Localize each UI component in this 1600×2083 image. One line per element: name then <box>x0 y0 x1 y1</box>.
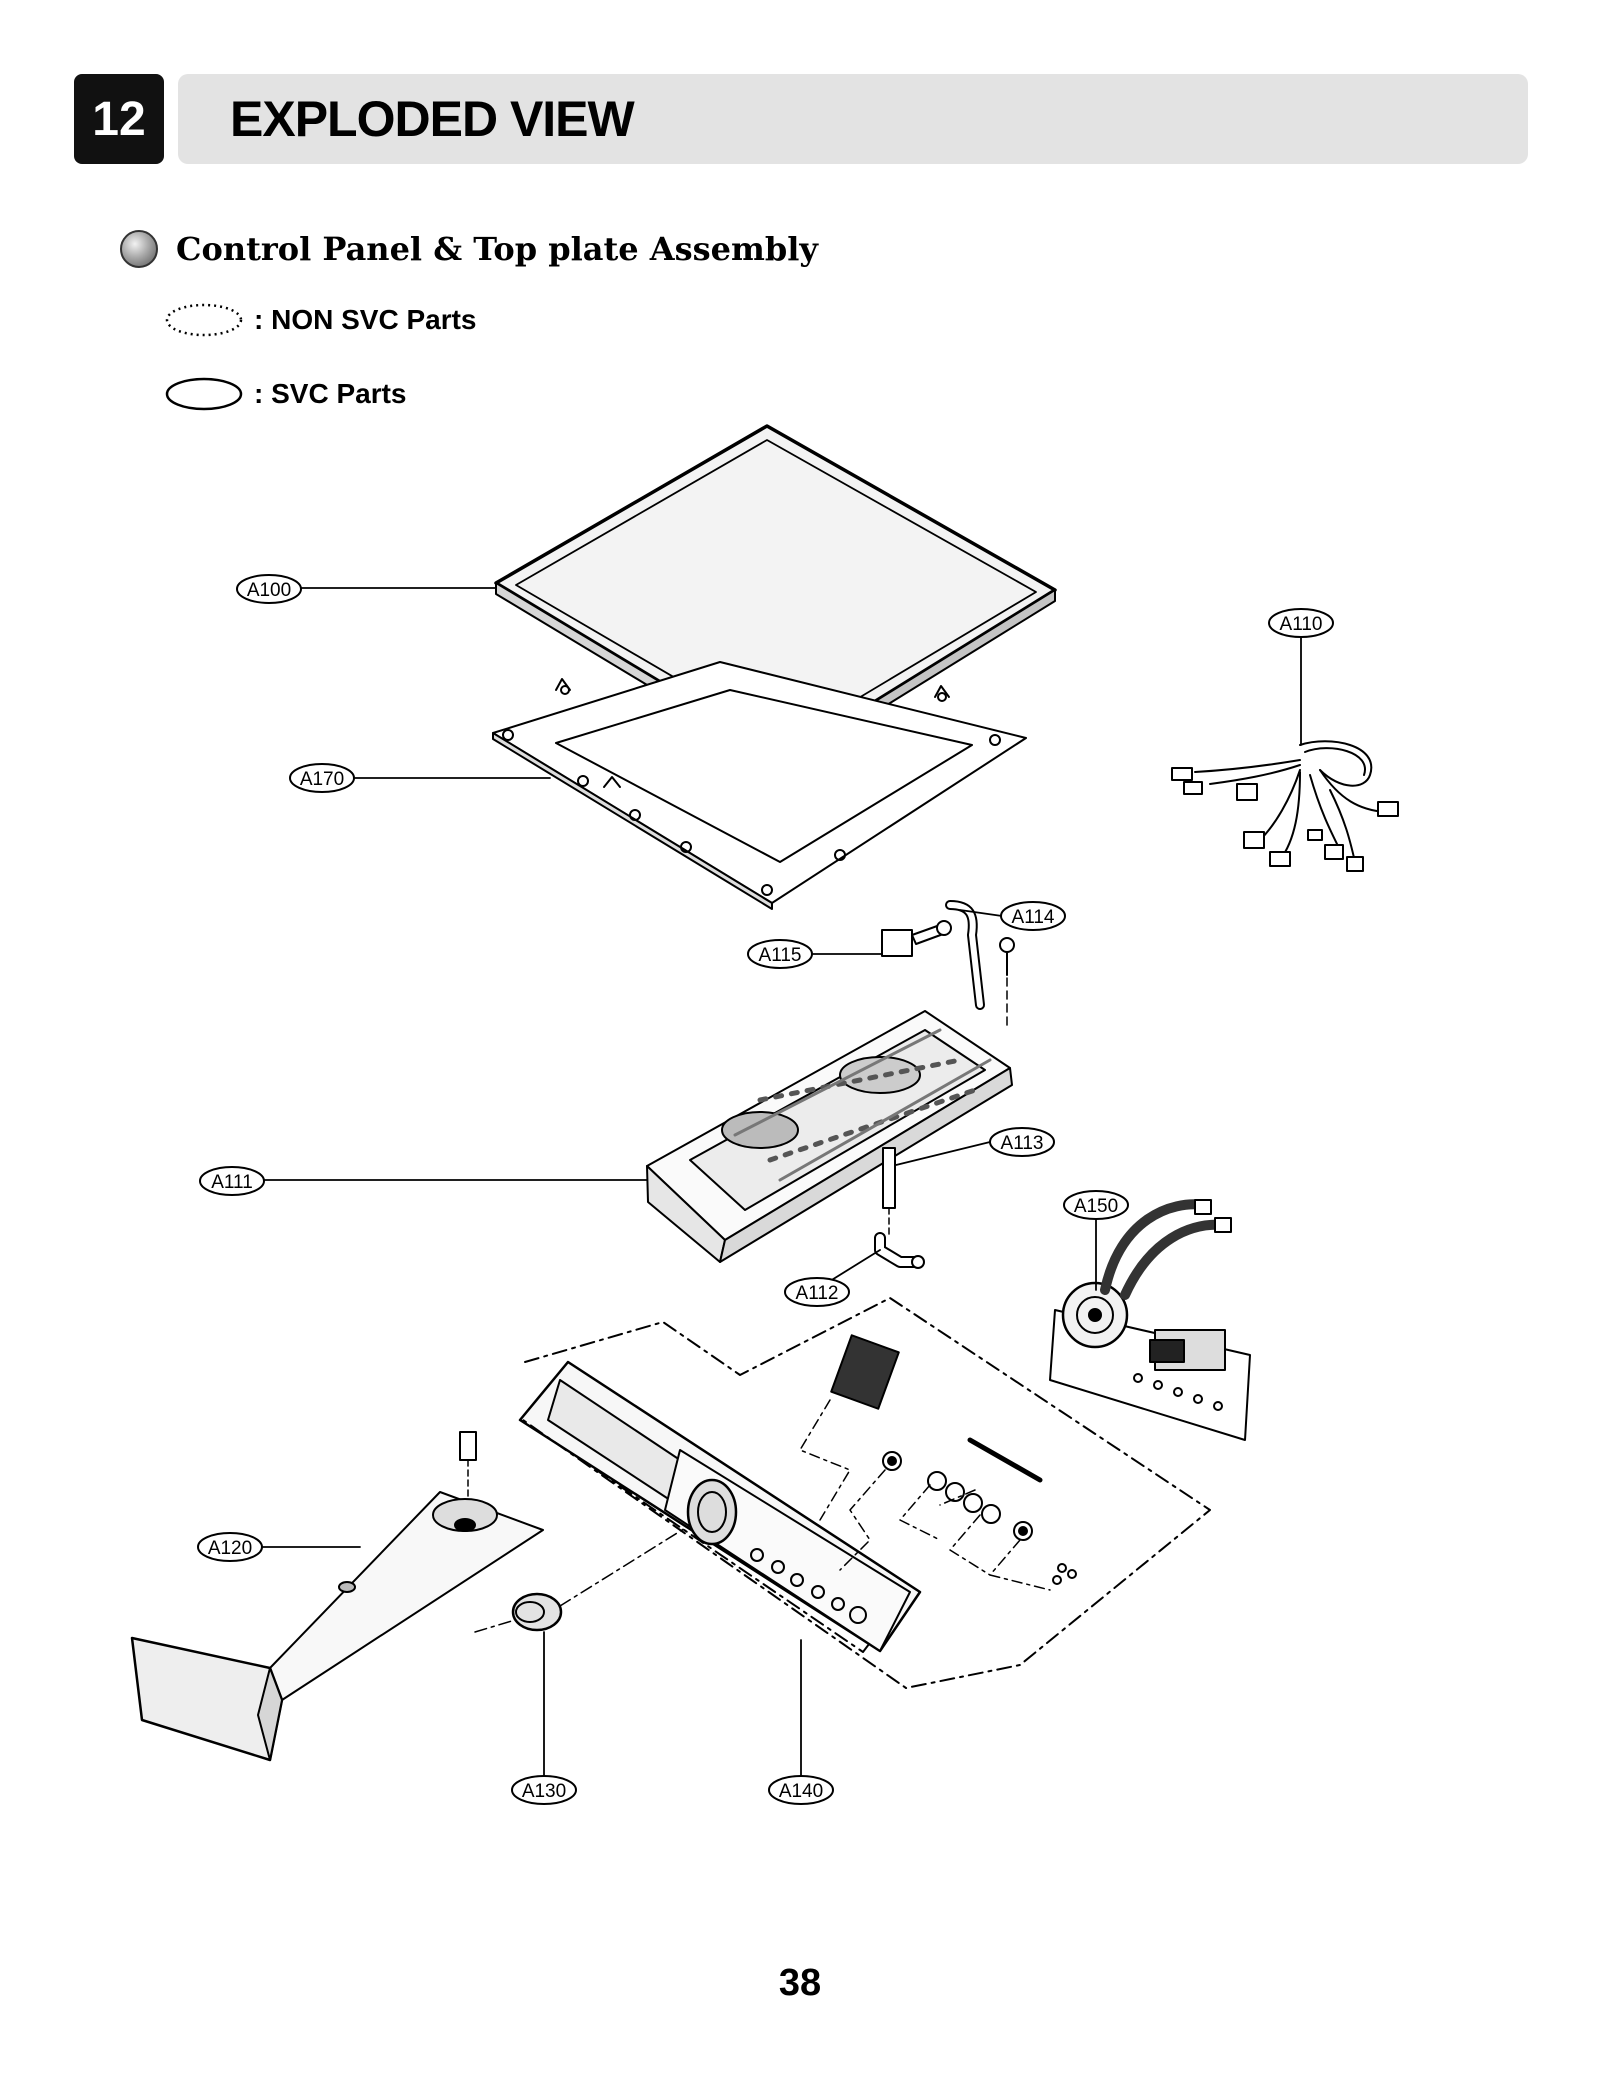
legend-non-svc: : NON SVC Parts <box>164 302 477 338</box>
dispenser-housing-part <box>646 1010 1013 1263</box>
callout-a140-label: A140 <box>779 1781 823 1802</box>
callout-a100-label: A100 <box>247 580 291 601</box>
detergent-drawer-part <box>130 1431 544 1762</box>
callout-a120: A120 <box>197 1532 263 1562</box>
callout-a113-label: A113 <box>1001 1133 1044 1154</box>
hose-part <box>945 900 985 1010</box>
pcb-assembly-part <box>1049 1199 1251 1441</box>
knob-part <box>474 1524 691 1633</box>
section-number: 12 <box>92 92 146 146</box>
subtitle-row: Control Panel & Top plate Assembly <box>120 226 818 272</box>
screw-part <box>999 937 1015 1031</box>
callout-a150: A150 <box>1063 1190 1129 1220</box>
title-bar: EXPLODED VIEW <box>178 74 1528 164</box>
callout-a150-label: A150 <box>1074 1196 1118 1217</box>
callout-a120-label: A120 <box>208 1538 252 1559</box>
bullet-icon <box>120 230 158 268</box>
callout-a130: A130 <box>511 1775 577 1805</box>
callout-a110-label: A110 <box>1280 614 1323 635</box>
callout-a100: A100 <box>236 574 302 604</box>
callout-a114: A114 <box>1000 901 1066 931</box>
legend-svc: : SVC Parts <box>164 376 407 412</box>
section-subtitle: Control Panel & Top plate Assembly <box>176 230 818 268</box>
wire-harness-part <box>1171 740 1399 872</box>
elbow-fitting-part <box>874 1232 925 1269</box>
assembly-lines <box>799 1399 1051 1591</box>
top-plate-frame-part <box>492 661 1027 910</box>
callout-a113: A113 <box>989 1127 1055 1157</box>
exploded-view-diagram: A100 A110 A170 A114 A115 A113 A111 A150 … <box>130 424 1399 1805</box>
callout-a140: A140 <box>768 1775 834 1805</box>
callout-a110: A110 <box>1268 608 1334 638</box>
legend-svc-label: : SVC Parts <box>254 378 407 409</box>
sensor-part <box>881 920 952 957</box>
callout-a130-label: A130 <box>522 1781 566 1802</box>
callout-a170: A170 <box>289 763 355 793</box>
section-number-badge: 12 <box>74 74 164 164</box>
callout-a170-label: A170 <box>300 769 344 790</box>
callout-a112: A112 <box>784 1277 850 1307</box>
legend-non-svc-label: : NON SVC Parts <box>254 304 477 335</box>
callout-a111: A111 <box>199 1166 265 1196</box>
page-number: 38 <box>778 1962 822 2004</box>
control-panel-part <box>518 1297 1211 1689</box>
page-title: EXPLODED VIEW <box>230 91 635 147</box>
dotted-ellipse-icon <box>165 303 243 337</box>
callout-a111-label: A111 <box>211 1172 253 1193</box>
callout-a114-label: A114 <box>1012 907 1055 928</box>
callout-a115-label: A115 <box>759 945 802 966</box>
pipe-part <box>882 1147 896 1239</box>
callout-a115: A115 <box>747 939 813 969</box>
solid-ellipse-icon <box>165 377 243 411</box>
callout-a112-label: A112 <box>796 1283 839 1304</box>
